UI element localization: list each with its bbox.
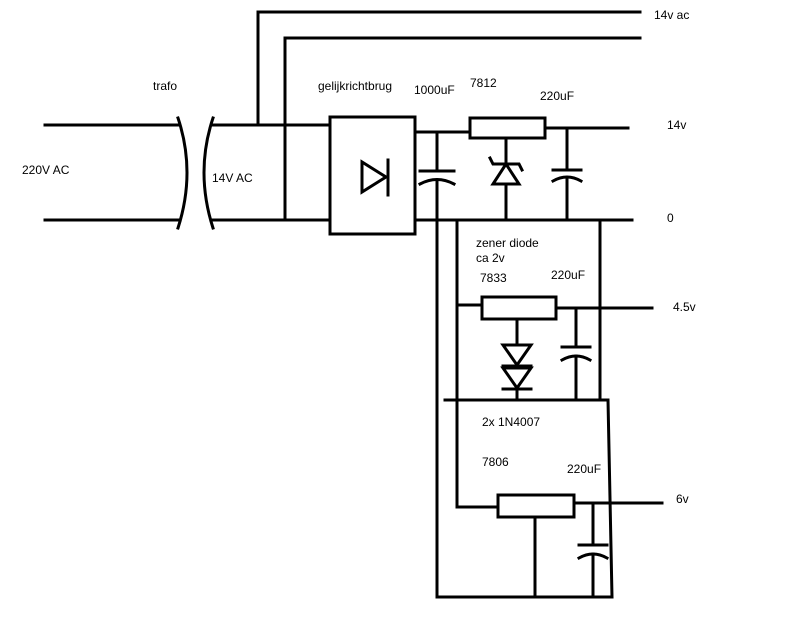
label-out-6v: 6v [676, 492, 689, 506]
capacitor-220uf-2 [559, 306, 593, 402]
transformer-symbol [176, 116, 215, 230]
label-reg-06: 7806 [482, 455, 509, 469]
label-zener-1: zener diode [476, 236, 539, 250]
capacitor-220uf-1 [550, 126, 584, 222]
secondary-wires [211, 10, 642, 222]
capacitor-220uf-3 [576, 501, 610, 599]
label-cap-06: 220uF [567, 462, 602, 476]
label-cap-main: 1000uF [414, 83, 455, 97]
label-out-14ac: 14v ac [654, 8, 690, 22]
label-out-45: 4.5v [673, 300, 696, 314]
label-secondary: 14V AC [212, 171, 253, 185]
label-out-0: 0 [667, 211, 674, 225]
regulator-7812 [468, 116, 547, 222]
label-diodes: 2x 1N4007 [482, 415, 541, 429]
capacitor-1000uf [417, 130, 457, 222]
label-reg-33: 7833 [480, 271, 507, 285]
bridge-rectifier [328, 115, 417, 236]
ground-bus [435, 218, 664, 599]
input-wires [43, 123, 180, 222]
regulator-7806 [496, 493, 576, 599]
regulator-7833 [480, 295, 558, 402]
label-reg-12: 7812 [470, 76, 497, 90]
label-bridge: gelijkrichtbrug [318, 79, 393, 93]
label-cap-33: 220uF [551, 268, 586, 282]
label-out-14v: 14v [667, 118, 687, 132]
label-zener-2: ca 2v [476, 251, 505, 265]
rails [413, 126, 634, 222]
label-cap-12: 220uF [540, 89, 575, 103]
label-transformer: trafo [153, 79, 178, 93]
label-input-voltage: 220V AC [22, 163, 70, 177]
